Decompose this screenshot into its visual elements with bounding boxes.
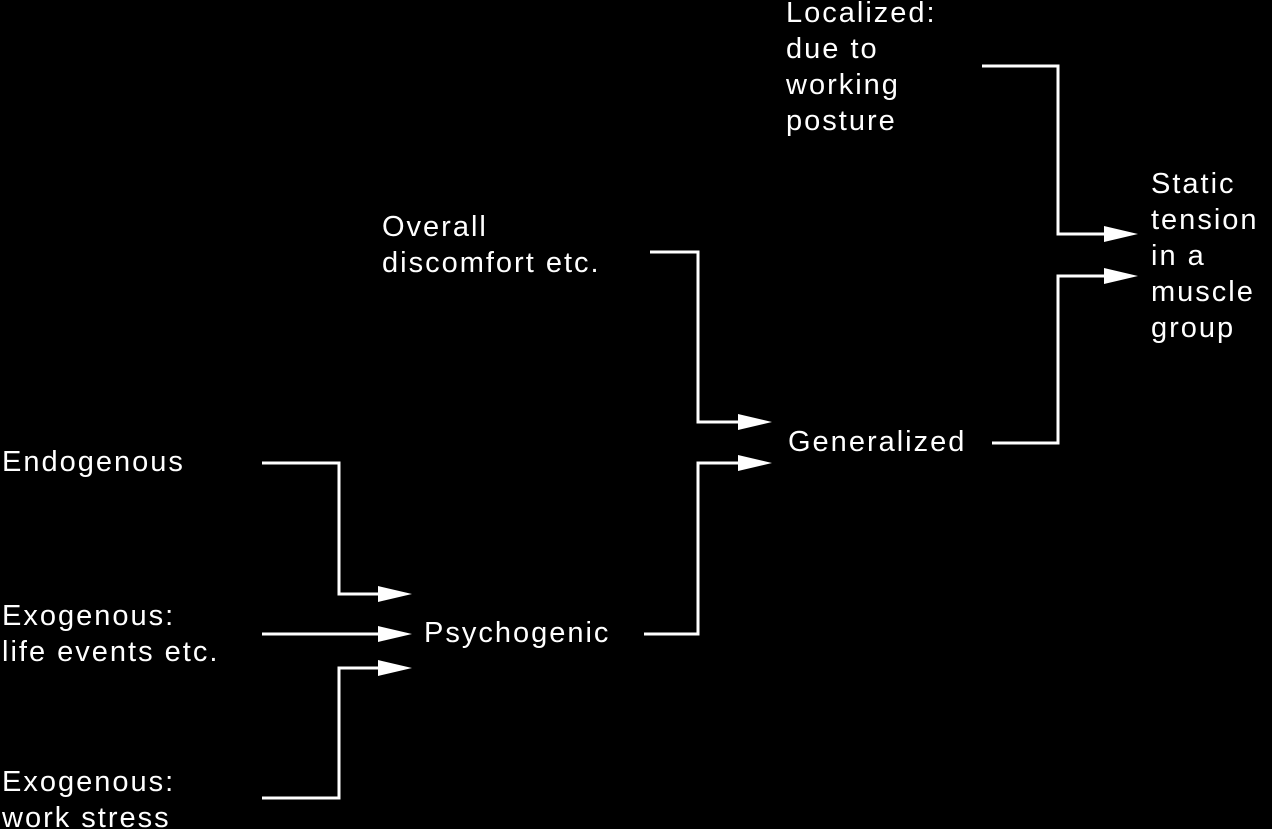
node-exogenous-work-stress: Exogenous: work stress <box>2 764 175 829</box>
connector-localized-static <box>982 64 1106 236</box>
node-localized-line: working <box>786 69 900 101</box>
arrowhead-overall-generalized <box>738 414 772 430</box>
node-localized-line: posture <box>786 105 897 137</box>
node-overall-line: discomfort etc. <box>382 247 601 279</box>
arrowhead-localized-static <box>1104 226 1138 242</box>
node-generalized: Generalized <box>788 424 966 460</box>
node-static-tension-line: in a <box>1151 240 1206 272</box>
node-workstress-line: Exogenous: <box>2 766 176 798</box>
connector-generalized-static <box>992 274 1106 445</box>
node-psychogenic-line: Psychogenic <box>424 617 611 649</box>
arrowhead-endogenous-psychogenic <box>378 586 412 602</box>
connector-psychogenic-generalized <box>644 461 740 636</box>
node-generalized-line: Generalized <box>788 426 967 458</box>
node-endogenous-line: Endogenous <box>2 446 185 478</box>
node-workstress-line: work stress <box>2 802 171 829</box>
arrowhead-lifeevents-psychogenic <box>378 626 412 642</box>
node-static-tension-line: Static <box>1151 168 1236 200</box>
arrowhead-psychogenic-generalized <box>738 455 772 471</box>
node-exogenous-life-events: Exogenous: life events etc. <box>2 598 219 670</box>
arrowhead-workstress-psychogenic <box>378 660 412 676</box>
node-lifeevents-line: Exogenous: <box>2 600 176 632</box>
node-endogenous: Endogenous <box>2 444 185 480</box>
arrowhead-generalized-static <box>1104 268 1138 284</box>
node-static-tension: Static tension in a muscle group <box>1151 166 1259 346</box>
node-lifeevents-line: life events etc. <box>2 636 220 668</box>
connector-workstress-psychogenic <box>262 666 380 800</box>
node-localized-line: Localized: <box>786 0 937 29</box>
node-overall-discomfort: Overall discomfort etc. <box>382 209 601 281</box>
node-static-tension-line: group <box>1151 312 1236 344</box>
node-localized: Localized: due to working posture <box>786 0 937 139</box>
connector-overall-generalized <box>650 250 740 424</box>
node-psychogenic: Psychogenic <box>424 615 610 651</box>
connector-endogenous-psychogenic <box>262 461 380 596</box>
node-static-tension-line: tension <box>1151 204 1259 236</box>
node-localized-line: due to <box>786 33 879 65</box>
node-overall-line: Overall <box>382 211 488 243</box>
node-static-tension-line: muscle <box>1151 276 1255 308</box>
